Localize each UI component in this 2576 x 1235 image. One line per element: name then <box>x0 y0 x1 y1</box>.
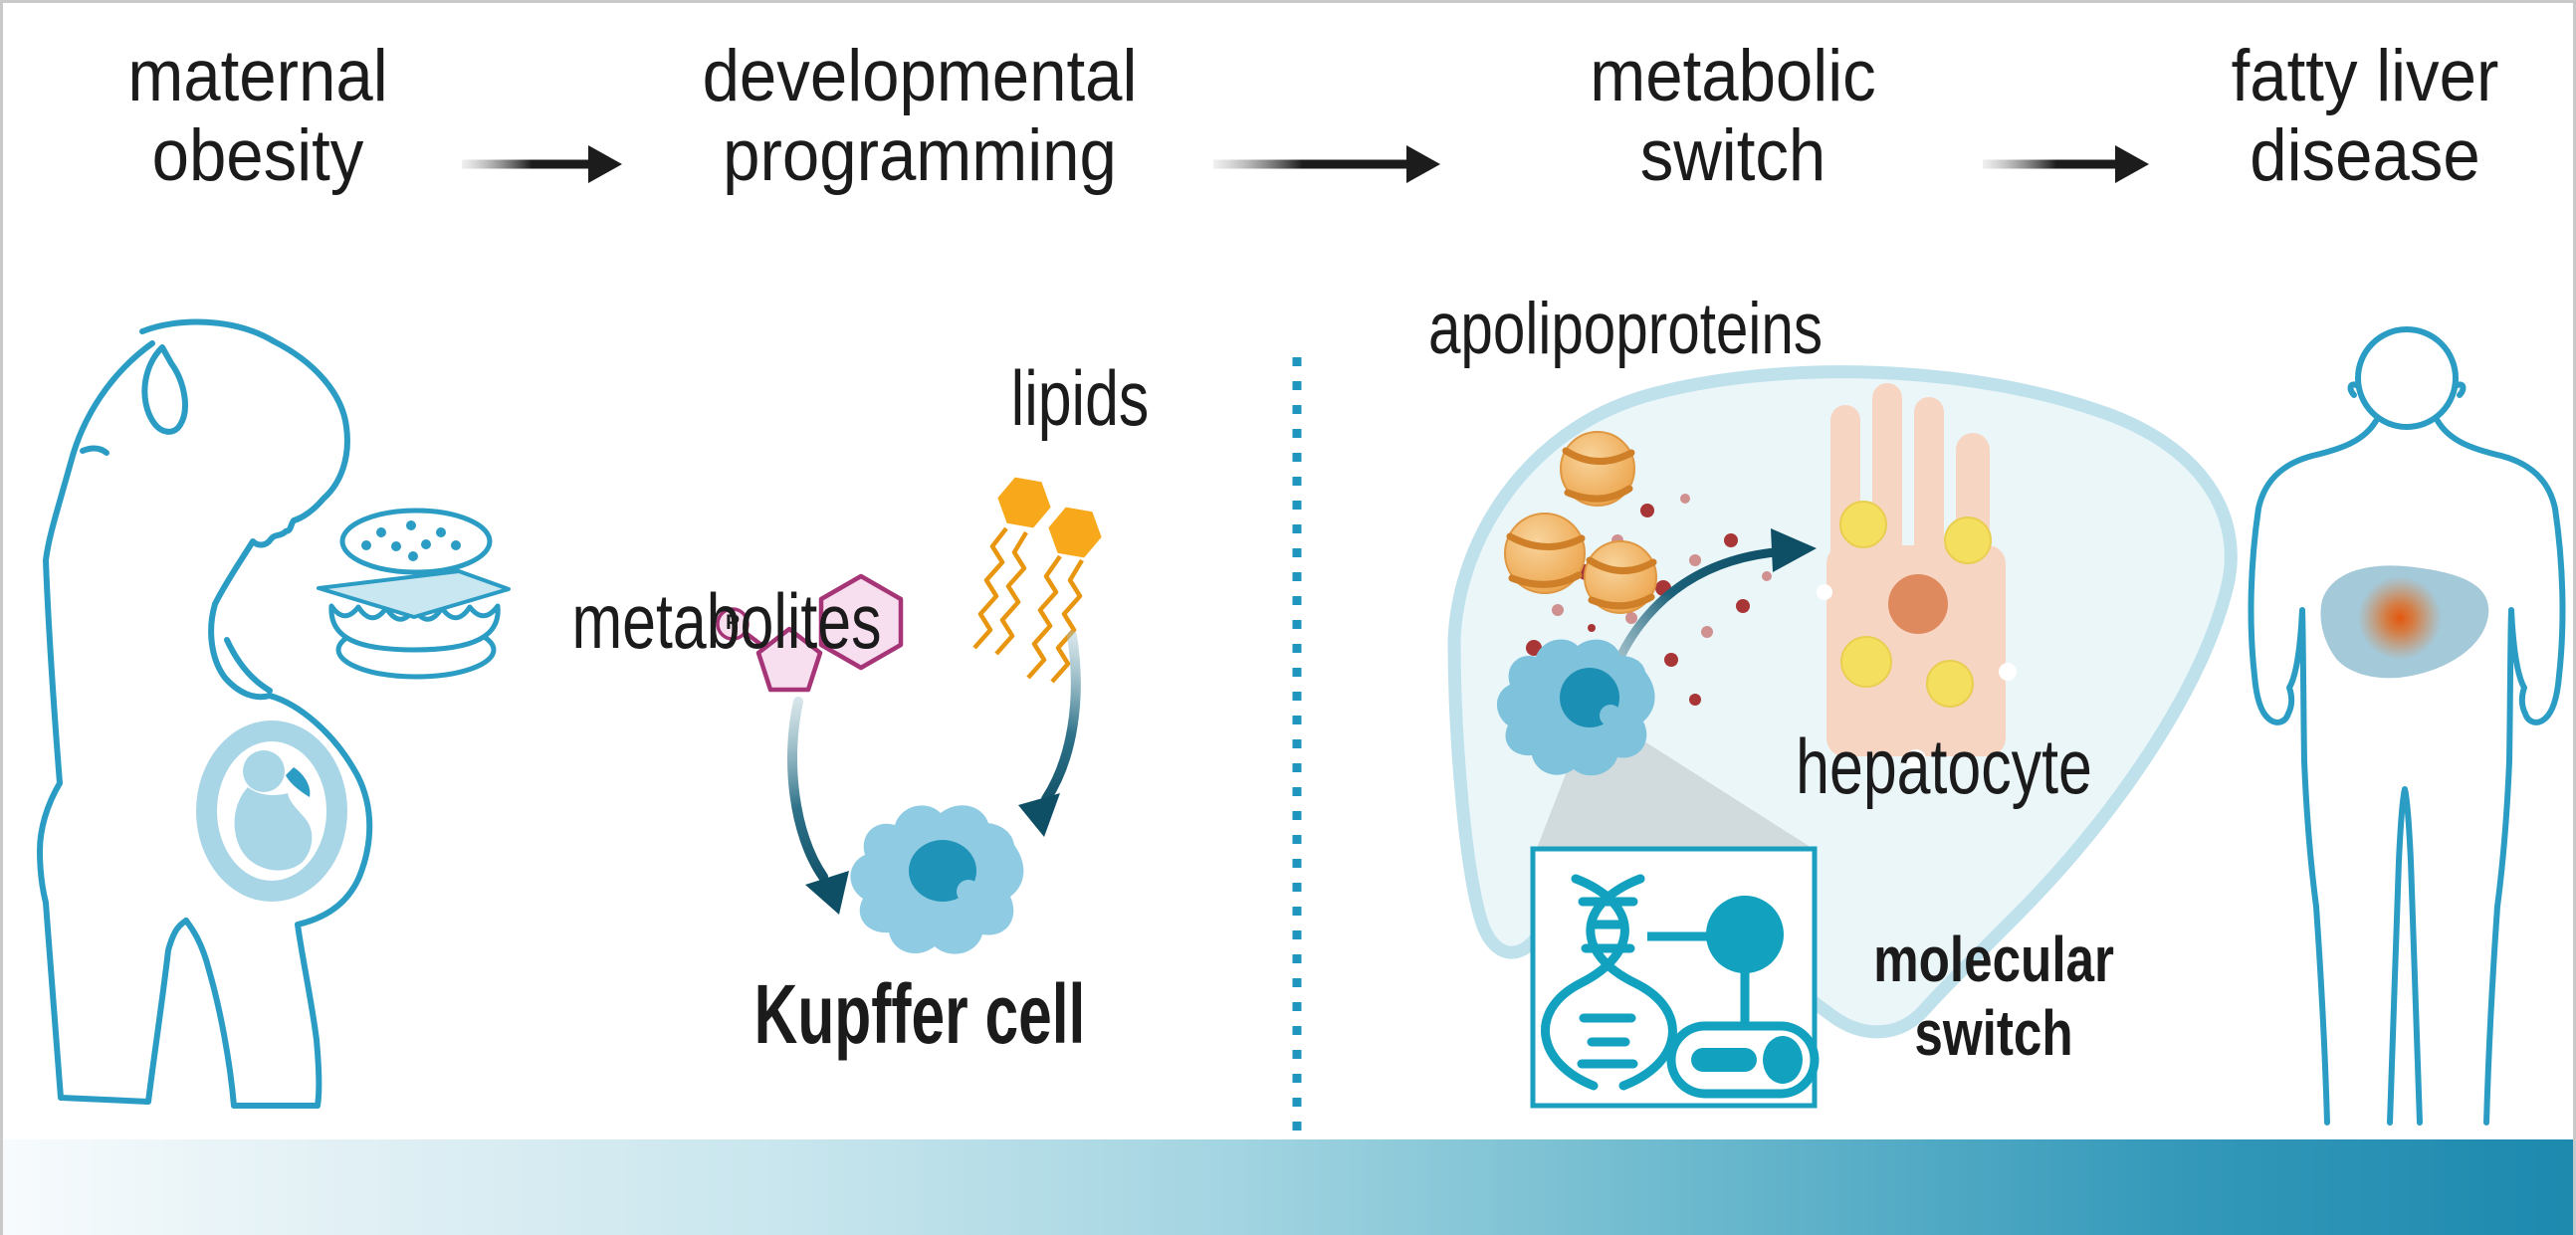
curved-arrow-lipids <box>1018 631 1081 837</box>
obese-person-icon <box>2248 326 2566 1126</box>
flow-arrow-3 <box>1983 145 2149 183</box>
molecular-switch-label-line2: switch <box>1914 997 2073 1069</box>
lipoprotein-particles-icon <box>1504 431 1657 614</box>
kupffer-cell-label: Kupffer cell <box>753 967 1086 1061</box>
molecular-switch-label: molecular switch <box>1755 923 2233 1070</box>
header-step-line: maternal <box>127 36 388 116</box>
header-step-line: programming <box>723 115 1117 196</box>
header-step-line: developmental <box>702 36 1138 116</box>
illustration <box>37 145 2566 1139</box>
flow-arrow-2 <box>1213 145 1440 183</box>
header-step-line: switch <box>1639 115 1826 196</box>
header-step-metabolic-switch: metabolic switch <box>1440 37 2027 196</box>
fatty-liver-icon <box>2320 565 2489 679</box>
apolipoproteins-label: apolipoproteins <box>1427 289 1824 369</box>
hepatocyte-label: hepatocyte <box>1796 722 2092 810</box>
metabolite-molecule-icon <box>716 573 904 693</box>
metabolites-label: metabolites <box>571 577 882 665</box>
dna-icon <box>1541 874 1677 1091</box>
header-step-line: metabolic <box>1590 36 1876 116</box>
header-step-line: obesity <box>151 115 364 196</box>
molecular-switch-label-line1: molecular <box>1873 924 2114 995</box>
kupffer-cell-icon <box>850 805 1024 954</box>
lipid-molecules-icon <box>972 477 1102 684</box>
header-step-line: fatty liver <box>2231 36 2499 116</box>
fetus-icon <box>196 720 347 902</box>
hepatocyte-icon <box>1817 383 2017 769</box>
burger-icon <box>317 508 511 680</box>
switch-toggle-icon <box>1647 896 1820 1099</box>
molecular-switch-box <box>1530 846 1820 1109</box>
header-step-developmental-programming: developmental programming <box>627 37 1213 196</box>
flow-arrow-1 <box>462 145 622 183</box>
header-step-fatty-liver-disease: fatty liver disease <box>2072 36 2573 196</box>
pregnant-woman-icon <box>37 318 373 1109</box>
timeline-bar: embryogenesis birth adulthood <box>3 1139 2573 1235</box>
kupffer-cell-in-liver-icon <box>1496 639 1655 776</box>
header-step-line: disease <box>2250 115 2480 196</box>
curved-arrow-metabolites <box>787 697 849 915</box>
header-step-maternal-obesity: maternal obesity <box>3 36 550 196</box>
phosphate-label: P <box>725 611 740 634</box>
lipids-label: lipids <box>1010 354 1150 442</box>
